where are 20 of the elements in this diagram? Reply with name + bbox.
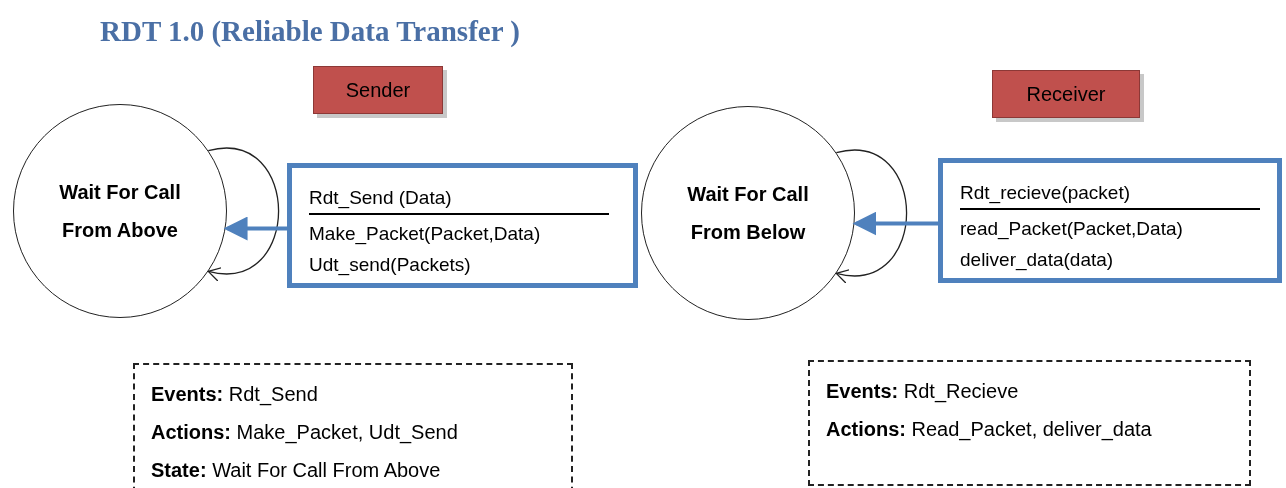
event-label: Rdt_Send (Data) [309, 182, 609, 215]
summary-line: State: Wait For Call From Above [151, 458, 442, 483]
transition-box [938, 158, 1282, 283]
summary-line: Actions: Read_Packet, deliver_data [826, 417, 1153, 443]
event-label: Rdt_recieve(packet) [960, 177, 1260, 210]
action-label: read_Packet(Packet,Data) deliver_data(data) [960, 217, 1184, 273]
summary-line: Events: Rdt_Recieve [826, 379, 1020, 405]
summary-box [133, 363, 573, 488]
action-label: Make_Packet(Packet,Data) Udt_send(Packets) [309, 222, 542, 278]
transition-arrow [852, 211, 938, 236]
state-label: Wait For Call From Above [58, 180, 182, 243]
transition-box [287, 163, 638, 288]
transition-arrow [223, 216, 287, 241]
diagram-title: RDT 1.0 (Reliable Data Transfer ) [100, 14, 520, 49]
self-loop-arrow [207, 147, 280, 281]
summary-line: Events: Rdt_Send [151, 382, 319, 408]
summary-line: Actions: Make_Packet, Udt_Send [151, 420, 459, 446]
self-loop-arrow [835, 149, 908, 283]
summary-box [808, 360, 1251, 486]
state-label: Wait For Call From Below [686, 182, 810, 245]
